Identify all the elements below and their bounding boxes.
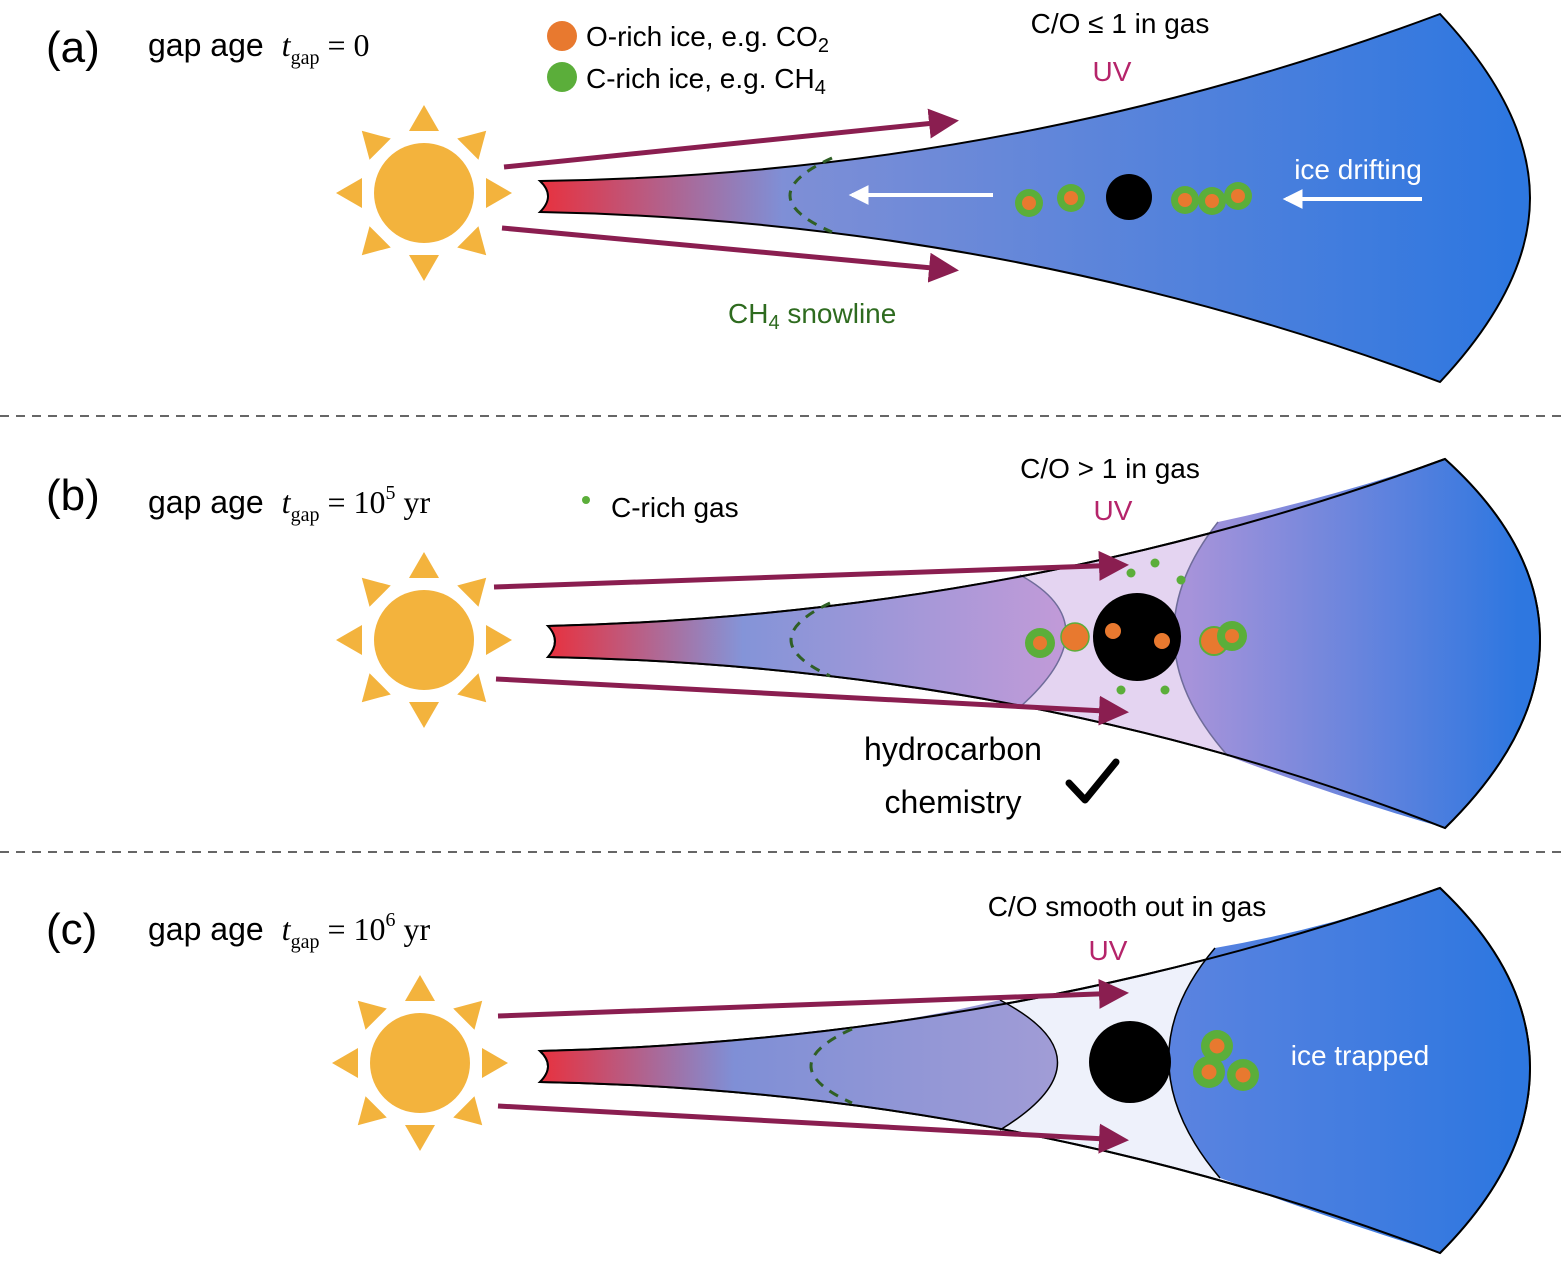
ice-trapped-label: ice trapped (1291, 1040, 1430, 1071)
sun-ray (361, 130, 391, 160)
ice-grain (1224, 182, 1252, 210)
ice-grain (1193, 1056, 1225, 1088)
c-rich-gas-dot (1176, 575, 1186, 585)
legend-c-rich-gas: C-rich gas (611, 492, 739, 523)
legend-c-rich-ice: C-rich ice, e.g. CH4 (586, 63, 826, 99)
sun-ray (457, 673, 487, 703)
sun-ray (361, 226, 391, 256)
sun-icon (332, 975, 508, 1151)
ch4-snowline (788, 156, 833, 234)
ice-drifting-label: ice drifting (1294, 154, 1422, 185)
sun-ray (457, 226, 487, 256)
sun-ray (453, 1000, 483, 1030)
uv-arrow (493, 550, 1129, 590)
co-ratio-label: C/O ≤ 1 in gas (1031, 8, 1210, 39)
inner-disk (540, 1000, 1058, 1130)
ice-grain (1171, 186, 1199, 214)
hydrocarbon-label: hydrocarbon (864, 731, 1042, 767)
uv-label: UV (1094, 495, 1133, 526)
panel-b: (b) gap age tgap = 105 yr C-rich gas C/O… (46, 453, 1542, 830)
sun-ray (361, 577, 391, 607)
sun-ray (457, 577, 487, 607)
panel-letter: (b) (46, 471, 100, 520)
planet (1106, 174, 1152, 220)
sun-ray (409, 105, 439, 131)
sun-ray (457, 130, 487, 160)
sun-ray (357, 1096, 387, 1126)
sun-ray (486, 625, 512, 655)
sun-disc (374, 143, 474, 243)
ch4-snowline (809, 1027, 853, 1105)
chemistry-label: chemistry (885, 784, 1022, 820)
c-rich-gas-dot (1126, 568, 1136, 578)
planet (1093, 593, 1181, 681)
uv-arrow (501, 225, 959, 283)
gap-age-label: gap age tgap = 106 yr (148, 909, 431, 953)
sun-ray (453, 1096, 483, 1126)
sun-disc (370, 1013, 470, 1113)
sun-ray (332, 1048, 358, 1078)
accreted-ice (1105, 623, 1121, 639)
checkmark-icon (1065, 758, 1120, 804)
sun-ray (405, 1125, 435, 1151)
sun-ray (409, 552, 439, 578)
uv-arrow (497, 978, 1129, 1019)
c-rich-gas-dot (1116, 685, 1126, 695)
legend-o-rich-ice: O-rich ice, e.g. CO2 (586, 21, 829, 57)
planet (1089, 1021, 1171, 1103)
panel-c: (c) gap age tgap = 106 yr C/O smooth out… (46, 886, 1532, 1255)
sun-ray (361, 673, 391, 703)
uv-label: UV (1089, 935, 1128, 966)
ice-grain (1201, 1030, 1233, 1062)
sun-ray (336, 178, 362, 208)
sun-ray (336, 625, 362, 655)
gap-age-label: gap age tgap = 0 (148, 27, 370, 69)
ice-grain (1015, 189, 1043, 217)
sun-ray (409, 255, 439, 281)
outer-disk (1173, 459, 1540, 828)
uv-arrow (497, 1103, 1129, 1154)
ice-grain (1057, 184, 1085, 212)
co-ratio-label: C/O > 1 in gas (1020, 453, 1200, 484)
ice-grain (1227, 1059, 1259, 1091)
sun-ray (357, 1000, 387, 1030)
uv-arrow (495, 676, 1129, 726)
outer-disk (1168, 888, 1530, 1253)
panel-letter: (a) (46, 23, 100, 72)
ice-grain (1217, 621, 1247, 651)
inner-disk-edge (999, 999, 1058, 1131)
panel-a: (a) gap age tgap = 0 O-rich ice, e.g. CO… (46, 8, 1532, 384)
c-rich-gas-dot (1160, 685, 1170, 695)
sun-icon (336, 105, 512, 281)
o-rich-ice-icon (547, 21, 577, 51)
c-rich-gas-dot (1150, 558, 1160, 568)
sun-ray (482, 1048, 508, 1078)
accreted-ice (1154, 633, 1170, 649)
co-ratio-label: C/O smooth out in gas (988, 891, 1267, 922)
sun-ray (486, 178, 512, 208)
sun-ray (409, 702, 439, 728)
c-rich-gas-icon (582, 496, 590, 504)
uv-arrow (503, 108, 959, 170)
panel-letter: (c) (46, 905, 97, 954)
gap-age-label: gap age tgap = 105 yr (148, 482, 431, 526)
inner-disk (548, 575, 1066, 707)
ch4-snowline (789, 601, 831, 678)
ice-grain (1198, 187, 1226, 215)
snowline-label: CH4 snowline (728, 298, 896, 334)
o-rich-ice-grain (1060, 622, 1090, 652)
sun-icon (336, 552, 512, 728)
ice-grain (1025, 628, 1055, 658)
uv-label: UV (1093, 56, 1132, 87)
sun-ray (405, 975, 435, 1001)
sun-disc (374, 590, 474, 690)
c-rich-ice-icon (547, 62, 577, 92)
